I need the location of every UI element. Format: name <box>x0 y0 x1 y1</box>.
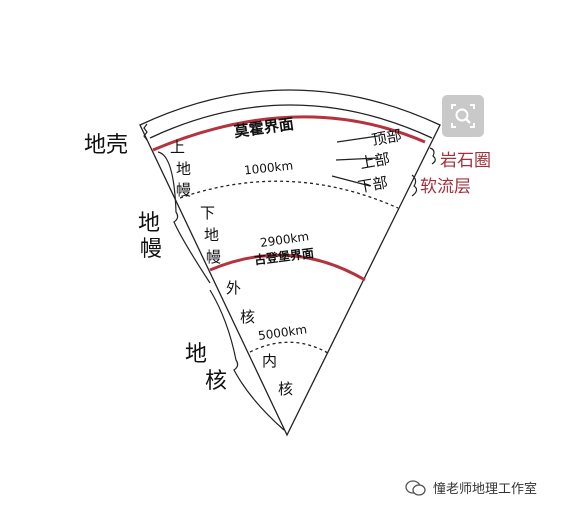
watermark: 憧老师地理工作室 <box>405 478 537 497</box>
gutenberg-label: 古登堡界面 <box>253 245 314 267</box>
outer-core-label-1: 外 <box>226 279 241 297</box>
lower-part-label: 下部 <box>356 173 389 196</box>
lower-mantle-label-3: 幔 <box>206 248 221 266</box>
asthenosphere-label: 软流层 <box>420 177 471 197</box>
upper-mantle-label-1: 上 <box>170 138 185 156</box>
crust-brace <box>143 123 148 141</box>
lower-part-pointer <box>331 175 371 187</box>
upper-part-pointer <box>335 157 379 161</box>
outer-surface-inner-arc <box>149 104 433 139</box>
upper-mantle-label-3: 幔 <box>176 181 191 199</box>
top-part-label: 顶部 <box>370 126 403 149</box>
crust-label: 地壳 <box>84 133 128 158</box>
mantle-label-2: 幔 <box>140 237 162 262</box>
core-label-2: 核 <box>205 369 227 394</box>
watermark-text: 憧老师地理工作室 <box>433 482 538 497</box>
lithosphere-brace <box>429 147 436 165</box>
gutenberg-boundary <box>209 253 366 282</box>
depth-1000-dashed-line <box>179 180 399 209</box>
lithosphere-label: 岩石圈 <box>440 151 491 171</box>
inner-core-label-1: 内 <box>262 352 277 370</box>
mantle-label-1: 地 <box>138 211 160 236</box>
depth-1000-label: 1000km <box>243 158 293 177</box>
sector-outline <box>139 89 441 437</box>
mantle-brace <box>157 151 211 284</box>
depth-2900-label: 2900km <box>259 229 310 250</box>
moho-label: 莫霍界面 <box>233 115 295 141</box>
depth-5000-label: 5000km <box>257 322 308 343</box>
upper-part-label: 上部 <box>358 150 391 173</box>
outer-core-label-2: 核 <box>240 308 255 326</box>
wechat-logo-icon <box>405 479 426 496</box>
depth-5000-dashed-line <box>249 341 329 354</box>
core-label-1: 地 <box>185 342 207 367</box>
lower-mantle-label-2: 地 <box>204 226 219 244</box>
lower-mantle-label-1: 下 <box>200 204 215 222</box>
zoom-button[interactable] <box>442 95 484 137</box>
moho-boundary <box>152 115 426 152</box>
inner-core-label-2: 核 <box>278 380 293 398</box>
asthenosphere-brace <box>411 174 418 197</box>
upper-mantle-label-2: 地 <box>176 160 191 178</box>
zoom-magnifier-icon <box>451 104 475 128</box>
core-brace <box>209 289 285 431</box>
top-part-pointer <box>336 135 379 143</box>
